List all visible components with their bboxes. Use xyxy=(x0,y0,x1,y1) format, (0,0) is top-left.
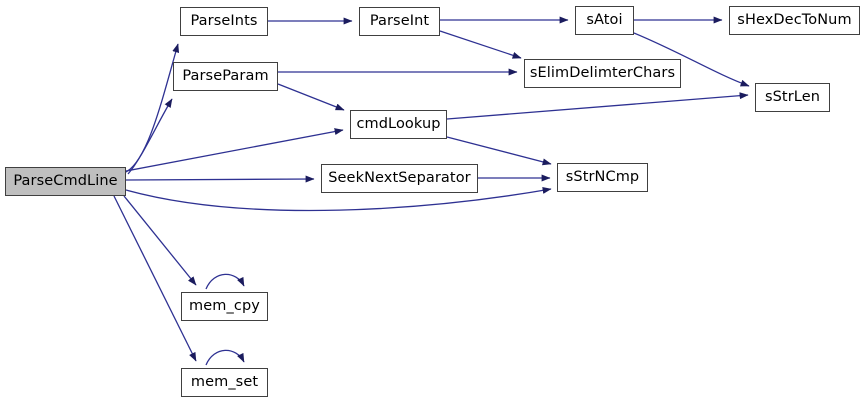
edge-mem_cpy-to-mem_cpy xyxy=(205,273,245,290)
edge-ParseCmdLine-to-ParseInts xyxy=(125,43,180,173)
node-sAtoi[interactable]: sAtoi xyxy=(575,6,634,35)
node-label: SeekNextSeparator xyxy=(328,170,471,187)
node-ParseInts[interactable]: ParseInts xyxy=(180,7,268,36)
edge-ParseCmdLine-to-sStrNCmp xyxy=(125,186,552,212)
node-mem_set[interactable]: mem_set xyxy=(181,368,268,397)
edge-mem_set-to-mem_set xyxy=(205,349,245,366)
edges-group xyxy=(113,16,750,366)
edge-ParseCmdLine-to-cmdLookup xyxy=(125,128,344,172)
node-label: sElimDelimterChars xyxy=(529,65,676,82)
node-ParseInt[interactable]: ParseInt xyxy=(359,7,440,36)
node-label: ParseInts xyxy=(190,13,258,30)
edge-ParseInt-to-sElimDelimterChars xyxy=(439,30,522,59)
edge-cmdLookup-to-sStrLen xyxy=(446,92,749,120)
node-label: sStrNCmp xyxy=(565,169,640,186)
node-SeekNextSeparator[interactable]: SeekNextSeparator xyxy=(321,164,478,193)
edge-ParseParam-to-cmdLookup xyxy=(277,83,345,111)
node-label: mem_cpy xyxy=(189,298,260,315)
node-label: ParseCmdLine xyxy=(13,173,118,190)
edge-ParseCmdLine-to-ParseParam xyxy=(127,98,173,175)
node-label: ParseInt xyxy=(369,13,430,30)
node-label: sAtoi xyxy=(586,12,623,29)
node-sStrLen[interactable]: sStrLen xyxy=(755,83,830,112)
node-ParseParam[interactable]: ParseParam xyxy=(173,62,278,91)
node-label: cmdLookup xyxy=(356,116,441,133)
node-ParseCmdLine[interactable]: ParseCmdLine xyxy=(5,167,126,196)
node-label: mem_set xyxy=(190,374,259,391)
edge-cmdLookup-to-sStrNCmp xyxy=(446,136,552,166)
node-mem_cpy[interactable]: mem_cpy xyxy=(181,292,268,321)
edge-ParseCmdLine-to-mem_cpy xyxy=(123,195,197,286)
node-cmdLookup[interactable]: cmdLookup xyxy=(350,110,447,139)
edge-ParseCmdLine-to-SeekNextSeparator xyxy=(125,175,315,183)
node-label: sStrLen xyxy=(764,89,821,106)
node-label: sHexDecToNum xyxy=(737,12,852,29)
node-sStrNCmp[interactable]: sStrNCmp xyxy=(557,163,648,192)
node-sHexDecToNum[interactable]: sHexDecToNum xyxy=(729,6,860,35)
node-sElimDelimterChars[interactable]: sElimDelimterChars xyxy=(524,59,681,88)
edge-sAtoi-to-sStrLen xyxy=(633,32,750,87)
edge-ParseCmdLine-to-mem_set xyxy=(113,195,197,362)
node-label: ParseParam xyxy=(182,68,269,85)
